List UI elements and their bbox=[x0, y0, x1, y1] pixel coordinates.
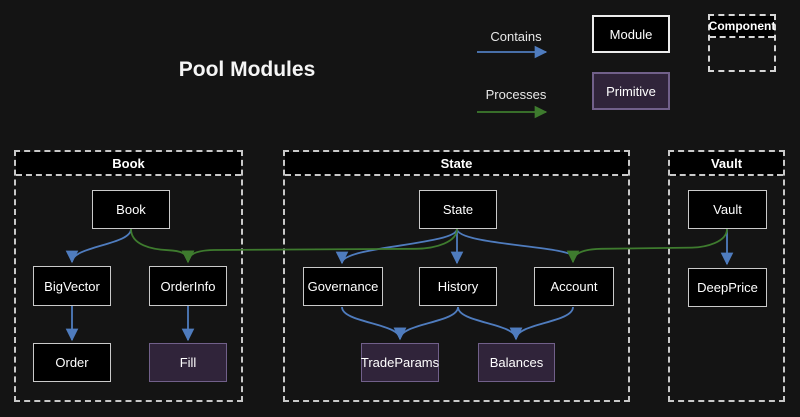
node-account: Account bbox=[534, 267, 614, 306]
container-vault: Vault bbox=[668, 150, 785, 402]
node-order-label: Order bbox=[55, 355, 89, 370]
container-book: Book bbox=[14, 150, 243, 402]
node-account-label: Account bbox=[550, 279, 598, 294]
node-fill: Fill bbox=[149, 343, 227, 382]
node-tradeparams: TradeParams bbox=[361, 343, 439, 382]
node-state-label: State bbox=[442, 202, 474, 217]
legend-contains-label: Contains bbox=[490, 29, 542, 44]
page-title: Pool Modules bbox=[178, 58, 316, 81]
node-state: State bbox=[419, 190, 497, 229]
node-tradeparams-label: TradeParams bbox=[360, 355, 440, 370]
node-history-label: History bbox=[437, 279, 479, 294]
legend-primitive-box: Primitive bbox=[592, 72, 670, 110]
container-book-title: Book bbox=[16, 152, 241, 176]
node-vault: Vault bbox=[688, 190, 767, 229]
node-balances: Balances bbox=[478, 343, 555, 382]
node-governance-label: Governance bbox=[307, 279, 379, 294]
node-governance: Governance bbox=[303, 267, 383, 306]
node-orderinfo-label: OrderInfo bbox=[160, 278, 216, 294]
legend-module-label: Module bbox=[609, 26, 653, 42]
legend-module-box: Module bbox=[592, 15, 670, 53]
legend-processes-label: Processes bbox=[485, 87, 547, 102]
node-deepprice: DeepPrice bbox=[688, 268, 767, 307]
node-vault-label: Vault bbox=[713, 202, 742, 217]
node-book-label: Book bbox=[116, 202, 146, 217]
node-orderinfo: OrderInfo bbox=[149, 266, 227, 306]
node-balances-label: Balances bbox=[489, 355, 544, 370]
container-state: State bbox=[283, 150, 630, 402]
node-book: Book bbox=[92, 190, 170, 229]
container-state-title: State bbox=[285, 152, 628, 176]
node-bigvector: BigVector bbox=[33, 266, 111, 306]
container-vault-title: Vault bbox=[670, 152, 783, 176]
legend-primitive-label: Primitive bbox=[606, 83, 656, 99]
legend-component-label: Component bbox=[709, 16, 775, 38]
legend-component-box: Component bbox=[708, 14, 776, 72]
node-deepprice-label: DeepPrice bbox=[697, 280, 758, 295]
node-history: History bbox=[419, 267, 497, 306]
node-fill-label: Fill bbox=[179, 355, 197, 370]
node-bigvector-label: BigVector bbox=[44, 278, 100, 294]
node-order: Order bbox=[33, 343, 111, 382]
